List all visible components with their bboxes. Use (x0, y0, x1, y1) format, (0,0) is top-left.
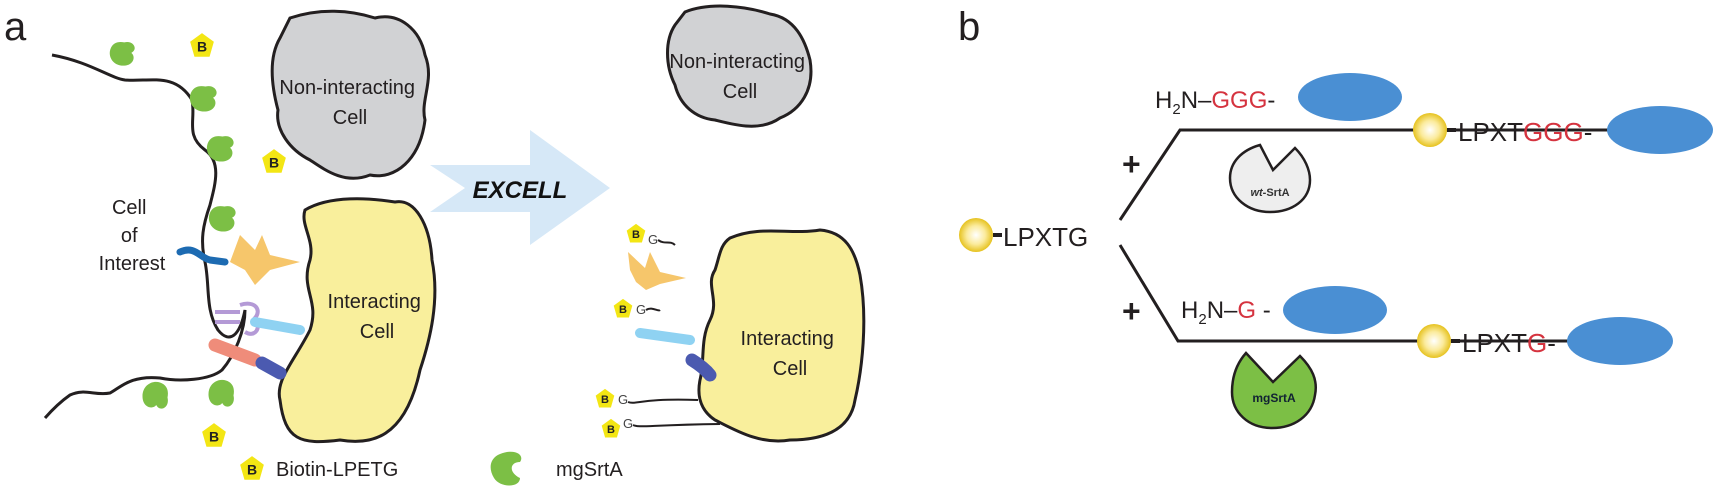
top-reagent: H2N–GGG- (1155, 73, 1402, 121)
substrate-bead (1413, 113, 1447, 147)
svg-text:H2N–G -: H2N–G - (1181, 297, 1271, 328)
non-interacting-cell-left (270, 9, 430, 180)
panel-a-label: a (4, 5, 27, 49)
bond (993, 233, 1002, 237)
legend: Biotin-LPETG mgSrtA (240, 451, 623, 486)
top-product: LPXTGGG- (1413, 106, 1713, 154)
biotin-icon (613, 298, 633, 318)
receptor-salmon (208, 338, 262, 367)
glycine-tag: G (623, 416, 633, 431)
biotin-lpetg-icon (190, 33, 214, 57)
mgsrta-icon (142, 381, 168, 409)
receptor-ligand-pairs (176, 235, 305, 380)
interacting-cell-right-label: Interacting Cell (741, 328, 840, 380)
glycine-tag: G (618, 392, 628, 407)
biotin-icon (626, 223, 646, 243)
bottom-product: LPXTG- (1417, 317, 1673, 365)
ligand-orange (628, 252, 686, 290)
ligand-light-blue (635, 328, 695, 345)
mgsrta-enzyme: mgSrtA (1230, 351, 1317, 430)
biotin-lpetg-icon (202, 423, 226, 447)
svg-text:H2N–GGG-: H2N–GGG- (1155, 87, 1275, 118)
non-interacting-cell-left-label: Non-interacting Cell (279, 77, 420, 129)
protein-icon (1298, 73, 1402, 121)
svg-text:mgSrtA: mgSrtA (1252, 391, 1296, 405)
glycine-tag: G (636, 302, 646, 317)
excell-label: EXCELL (473, 177, 568, 204)
non-interacting-cell-right-label: Non-interacting Cell (669, 51, 810, 103)
cell-of-interest-membrane (43, 53, 247, 419)
ligand-indigo (255, 356, 287, 380)
substrate-label: LPXTG (1003, 222, 1088, 252)
svg-text:LPXTGGG-: LPXTGGG- (1458, 117, 1592, 147)
svg-text:wt-SrtA: wt-SrtA (1250, 187, 1289, 199)
mgsrta-icon (490, 451, 522, 486)
biotin-labels-on-interacting-cell: G G G G (595, 223, 721, 438)
biotin-lpetg-icon (240, 456, 264, 480)
substrate-bead (1417, 324, 1451, 358)
interacting-cell-left-label: Interacting Cell (328, 291, 427, 343)
svg-text:LPXTG-: LPXTG- (1462, 328, 1556, 358)
biotin-lpetg-icon (262, 149, 286, 173)
excell-arrow (430, 130, 610, 245)
non-interacting-cell-right (666, 4, 813, 128)
legend-label: mgSrtA (556, 459, 623, 481)
bottom-reagent: H2N–G - (1181, 286, 1387, 334)
wt-srta-enzyme: wt-SrtA (1228, 143, 1312, 214)
plus-top: + (1122, 146, 1141, 182)
mgsrta-icon (208, 206, 236, 232)
protein-icon (1283, 286, 1387, 334)
substrate-bead (959, 218, 993, 252)
ligand-light-blue (250, 317, 305, 335)
bottom-reaction-path (1118, 244, 1630, 343)
receptor-dark-blue (176, 246, 229, 266)
cell-of-interest-label: Cell of Interest (99, 197, 166, 275)
mgsrta-icon (109, 41, 135, 66)
glycine-tag: G (648, 232, 658, 247)
interacting-cell-right (697, 228, 866, 443)
biotin-icon (595, 388, 615, 408)
biotin-icon (601, 418, 621, 438)
ligand-orange (230, 235, 300, 285)
legend-item-biotin-lpetg: Biotin-LPETG (240, 456, 398, 481)
legend-item-mgsrta: mgSrtA (490, 451, 623, 486)
protein-icon (1567, 317, 1673, 365)
legend-label: Biotin-LPETG (276, 459, 398, 481)
interacting-cell-left (277, 197, 437, 444)
ligand-indigo (685, 353, 717, 382)
panel-b-label: b (958, 5, 980, 49)
protein-icon (1607, 106, 1713, 154)
plus-bottom: + (1122, 293, 1141, 329)
mgsrta-icon (208, 379, 234, 407)
top-reaction-path (1118, 128, 1630, 221)
